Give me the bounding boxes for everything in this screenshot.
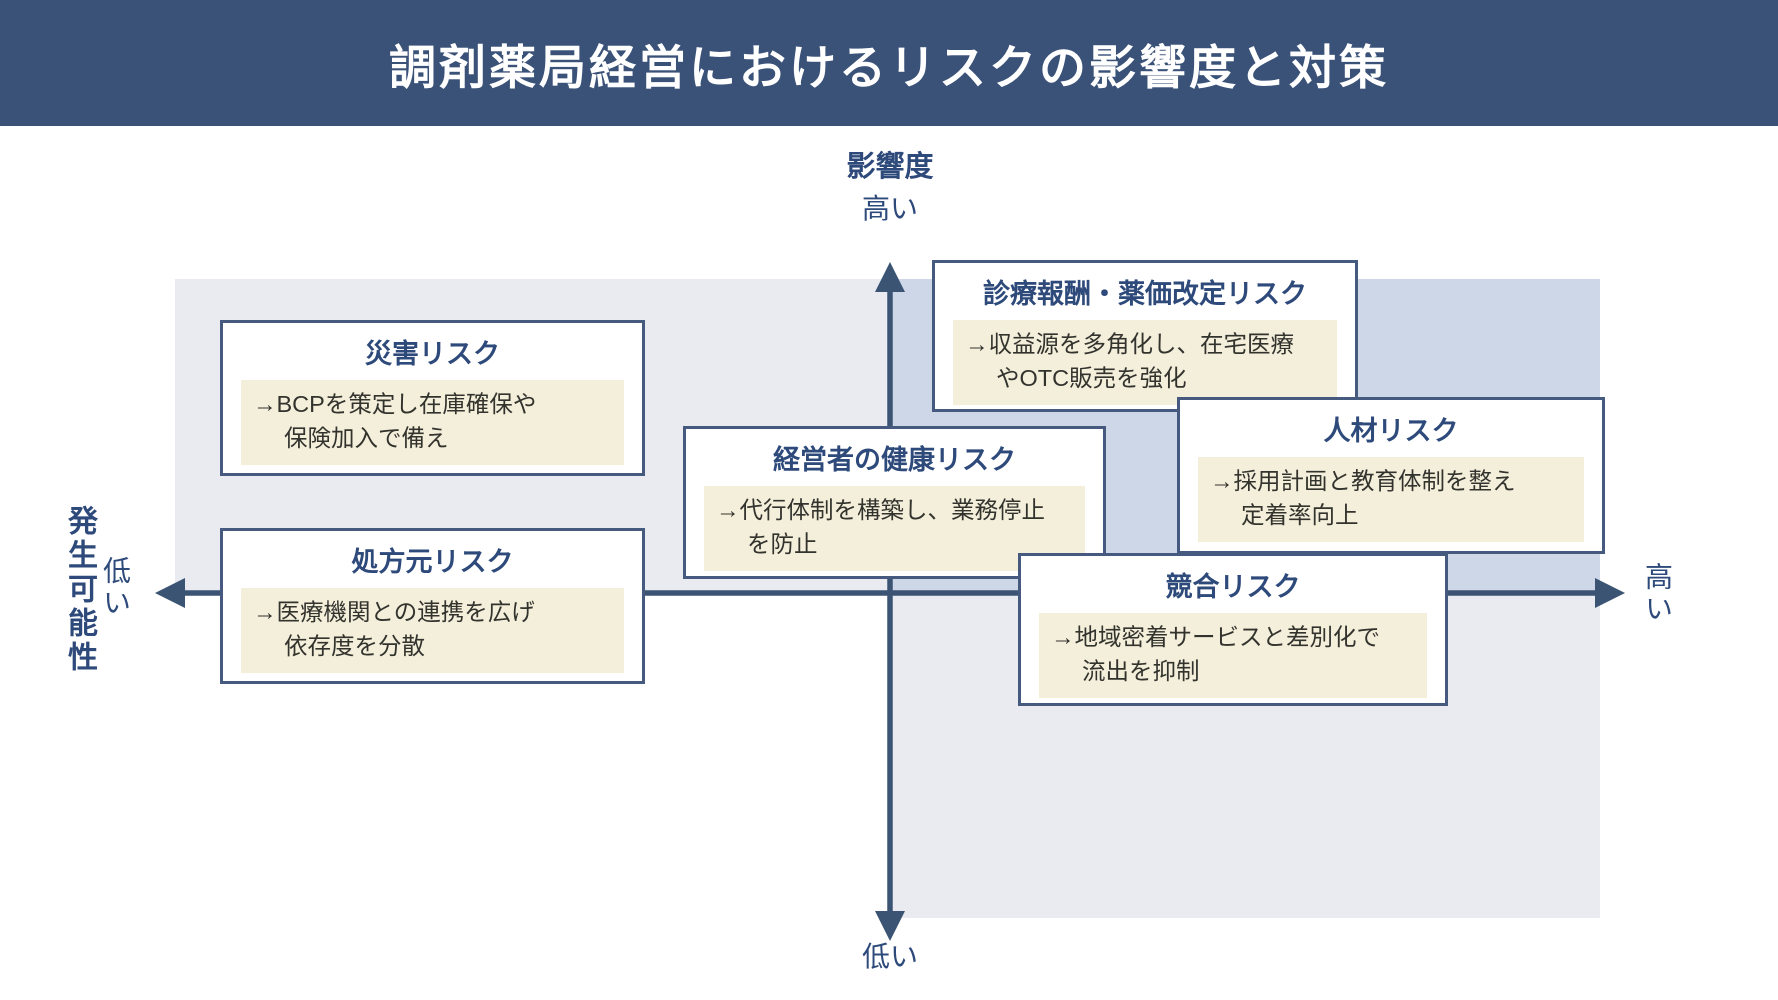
probability-low-label: 低い <box>100 556 131 620</box>
risk-box-title: 競合リスク <box>1165 572 1301 602</box>
risk-box-competition: 競合リスク →地域密着サービスと差別化で 流出を抑制 <box>1018 553 1448 706</box>
countermeasure-line: 定着率向上 <box>1241 502 1359 528</box>
countermeasure-line: →BCPを策定し在庫確保や <box>253 391 537 417</box>
risk-box-manager-health: 経営者の健康リスク →代行体制を構築し、業務停止 を防止 <box>683 426 1106 579</box>
countermeasure-line: 依存度を分散 <box>284 633 425 659</box>
risk-box-human-resources: 人材リスク →採用計画と教育体制を整え 定着率向上 <box>1177 397 1605 554</box>
vertical-axis-arrowhead-bottom <box>875 911 905 941</box>
countermeasure-line: 保険加入で備え <box>284 425 449 451</box>
probability-high-label: 高い <box>1642 562 1673 626</box>
probability-axis-label: 発生可能性 <box>63 505 96 675</box>
countermeasure-line: 流出を抑制 <box>1082 658 1200 684</box>
countermeasure-line: →地域密着サービスと差別化で <box>1051 624 1380 650</box>
countermeasure-line: を防止 <box>747 531 818 557</box>
countermeasure-line: →代行体制を構築し、業務停止 <box>716 497 1045 523</box>
header-banner: 調剤薬局経営におけるリスクの影響度と対策 <box>0 0 1778 126</box>
risk-box-countermeasure: →医療機関との連携を広げ 依存度を分散 <box>241 588 624 673</box>
countermeasure-line: →採用計画と教育体制を整え <box>1210 468 1516 494</box>
risk-box-title: 処方元リスク <box>351 547 514 577</box>
risk-box-title: 災害リスク <box>365 339 500 369</box>
risk-box-title: 経営者の健康リスク <box>773 445 1016 475</box>
risk-box-prescription-source: 処方元リスク →医療機関との連携を広げ 依存度を分散 <box>220 528 645 684</box>
horizontal-axis-arrowhead-left <box>155 578 185 608</box>
countermeasure-line: →医療機関との連携を広げ <box>253 599 535 625</box>
countermeasure-line: →収益源を多角化し、在宅医療 <box>965 331 1294 357</box>
horizontal-axis-arrowhead-right <box>1595 578 1625 608</box>
risk-box-reimbursement-revision: 診療報酬・薬価改定リスク →収益源を多角化し、在宅医療 やOTC販売を強化 <box>932 260 1358 412</box>
risk-box-disaster: 災害リスク →BCPを策定し在庫確保や 保険加入で備え <box>220 320 645 476</box>
risk-box-title: 診療報酬・薬価改定リスク <box>983 279 1307 309</box>
risk-box-countermeasure: →BCPを策定し在庫確保や 保険加入で備え <box>241 380 624 465</box>
impact-low-label: 低い <box>861 941 918 972</box>
impact-high-label: 高い <box>861 193 918 224</box>
vertical-axis-arrowhead-top <box>875 262 905 292</box>
impact-axis-label: 影響度 <box>846 151 934 183</box>
page-title: 調剤薬局経営におけるリスクの影響度と対策 <box>389 40 1389 94</box>
risk-box-countermeasure: →採用計画と教育体制を整え 定着率向上 <box>1198 457 1584 542</box>
risk-box-countermeasure: →地域密着サービスと差別化で 流出を抑制 <box>1039 613 1427 698</box>
risk-box-title: 人材リスク <box>1323 416 1459 446</box>
countermeasure-line: やOTC販売を強化 <box>996 365 1187 391</box>
risk-box-countermeasure: →収益源を多角化し、在宅医療 やOTC販売を強化 <box>953 320 1337 405</box>
